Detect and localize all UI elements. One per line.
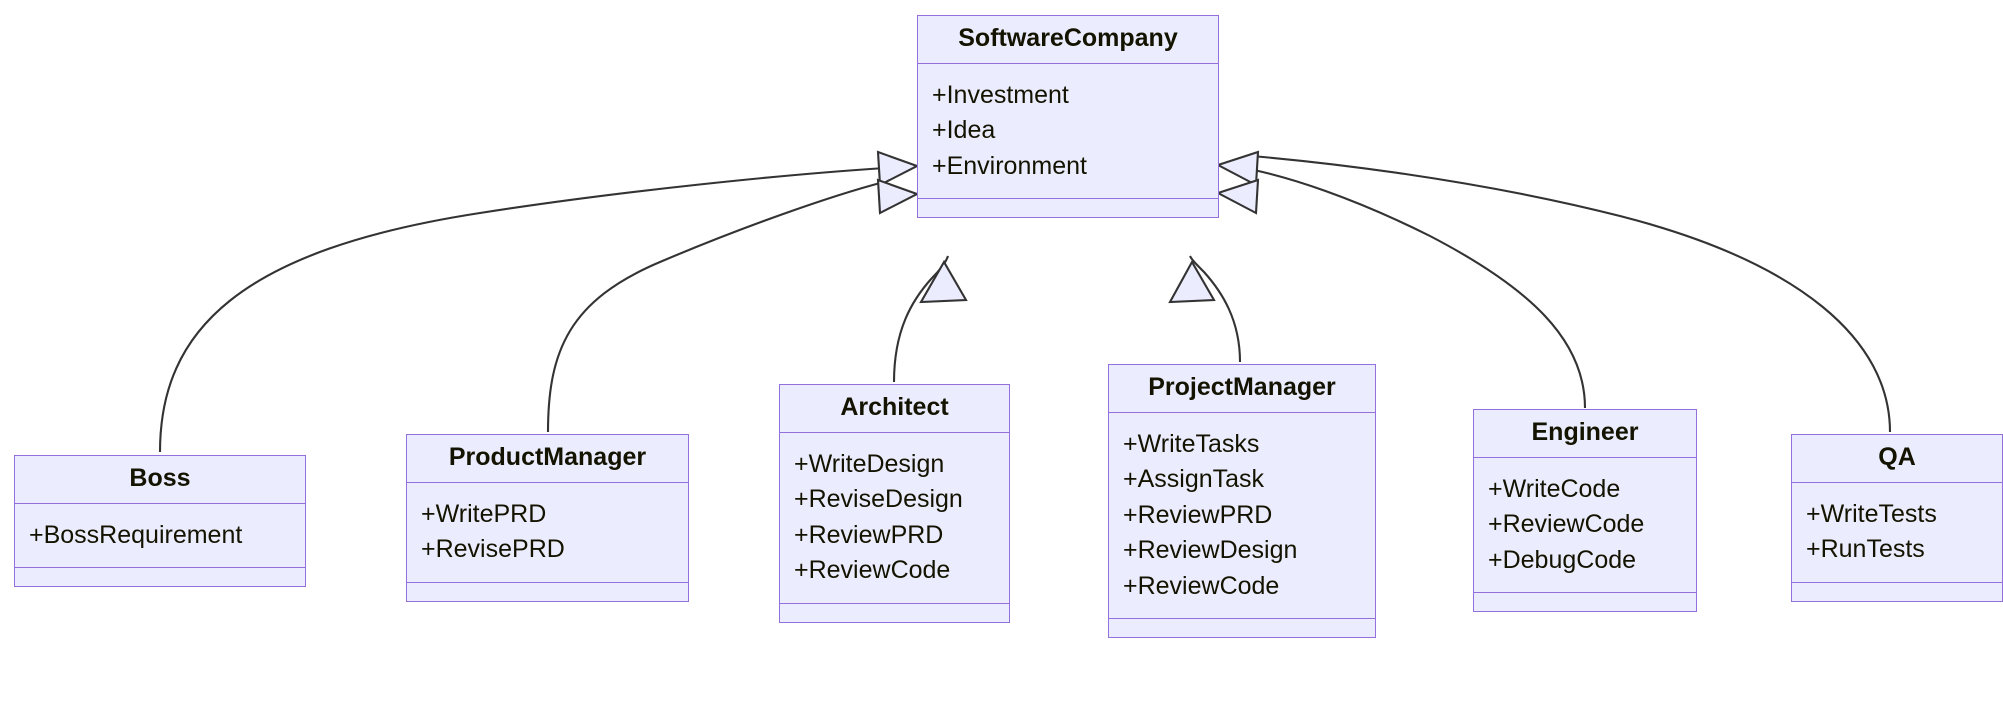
attribute-row: +ReviseDesign xyxy=(794,485,963,513)
class-methods-qa xyxy=(1792,583,2002,601)
attribute-row: +WriteTasks xyxy=(1123,429,1260,458)
class-title-projectmanager: ProjectManager xyxy=(1109,365,1375,413)
class-node-boss[interactable]: Boss +BossRequirement xyxy=(14,455,306,587)
class-attributes-qa: +WriteTests +RunTests xyxy=(1792,483,2002,583)
class-attributes-productmanager: +WritePRD +RevisePRD xyxy=(407,483,688,583)
class-node-softwarecompany[interactable]: SoftwareCompany +Investment +Idea +Envir… xyxy=(917,15,1219,218)
attribute-row: +ReviewCode xyxy=(1488,510,1645,538)
class-attributes-projectmanager: +WriteTasks +AssignTask +ReviewPRD +Revi… xyxy=(1109,413,1375,619)
inheritance-arrowhead-left-lower xyxy=(876,178,920,215)
attribute-row: +RevisePRD xyxy=(421,535,565,563)
class-methods-boss xyxy=(15,568,305,586)
attribute-row: +ReviewPRD xyxy=(1123,500,1273,529)
class-methods-softwarecompany xyxy=(918,199,1218,217)
inheritance-arrowhead-right-upper xyxy=(1215,150,1260,187)
edge-boss-to-softwarecompany xyxy=(158,166,887,453)
attribute-row: +WriteTests xyxy=(1806,499,1937,528)
class-node-projectmanager[interactable]: ProjectManager +WriteTasks +AssignTask +… xyxy=(1108,364,1376,638)
inheritance-arrowhead-left-upper xyxy=(876,150,920,187)
class-node-qa[interactable]: QA +WriteTests +RunTests xyxy=(1791,434,2003,602)
attribute-row: +ReviewCode xyxy=(1123,571,1280,600)
attribute-row: +WritePRD xyxy=(421,499,547,528)
attribute-row: +BossRequirement xyxy=(29,520,243,549)
class-title-softwarecompany: SoftwareCompany xyxy=(918,16,1218,64)
edge-engineer-to-softwarecompany xyxy=(1253,168,1587,409)
attribute-row: +WriteCode xyxy=(1488,474,1621,503)
class-node-architect[interactable]: Architect +WriteDesign +ReviseDesign +Re… xyxy=(779,384,1010,623)
edge-qa-to-softwarecompany xyxy=(1251,154,1892,433)
attribute-row: +Investment xyxy=(932,80,1069,109)
attribute-row: +ReviewPRD xyxy=(794,520,944,549)
class-attributes-boss: +BossRequirement xyxy=(15,504,305,568)
inheritance-arrowhead-bottom-left xyxy=(919,259,968,304)
attribute-row: +ReviewDesign xyxy=(1123,536,1298,564)
attribute-row: +RunTests xyxy=(1806,535,1925,563)
class-attributes-softwarecompany: +Investment +Idea +Environment xyxy=(918,64,1218,199)
attribute-row: +DebugCode xyxy=(1488,545,1637,574)
attribute-row: +WriteDesign xyxy=(794,449,945,478)
class-title-qa: QA xyxy=(1792,435,2002,483)
attribute-row: +Idea xyxy=(932,116,996,144)
class-methods-productmanager xyxy=(407,583,688,601)
class-title-architect: Architect xyxy=(780,385,1009,433)
class-title-engineer: Engineer xyxy=(1474,410,1696,458)
class-title-productmanager: ProductManager xyxy=(407,435,688,483)
class-methods-projectmanager xyxy=(1109,619,1375,637)
class-methods-architect xyxy=(780,604,1009,622)
class-attributes-engineer: +WriteCode +ReviewCode +DebugCode xyxy=(1474,458,1696,593)
class-node-engineer[interactable]: Engineer +WriteCode +ReviewCode +DebugCo… xyxy=(1473,409,1697,612)
class-node-productmanager[interactable]: ProductManager +WritePRD +RevisePRD xyxy=(406,434,689,602)
attribute-row: +Environment xyxy=(932,151,1087,180)
attribute-row: +AssignTask xyxy=(1123,465,1265,493)
class-title-boss: Boss xyxy=(15,456,305,504)
edge-productmanager-to-softwarecompany xyxy=(546,180,885,433)
class-methods-engineer xyxy=(1474,593,1696,611)
attribute-row: +ReviewCode xyxy=(794,556,951,584)
inheritance-arrowhead-right-lower xyxy=(1215,178,1260,215)
edge-projectmanager-to-softwarecompany xyxy=(1189,255,1242,363)
inheritance-arrowhead-bottom-right xyxy=(1168,259,1216,304)
class-attributes-architect: +WriteDesign +ReviseDesign +ReviewPRD +R… xyxy=(780,433,1009,604)
